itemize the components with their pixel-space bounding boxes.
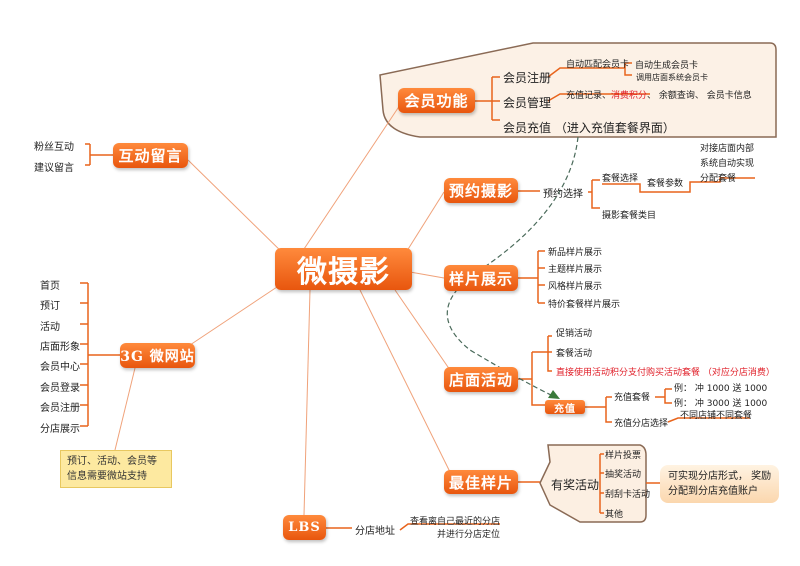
scratch-card: 刮刮卡活动: [605, 490, 651, 500]
lbs-note-2: 并进行分店定位: [437, 530, 501, 540]
package-category: 摄影套餐类目: [602, 211, 657, 221]
recharge-package: 充值套餐: [614, 393, 651, 403]
fans-interaction: 粉丝互动: [34, 142, 74, 153]
detail-points: 消费积分: [611, 91, 648, 101]
site-store-display: 分店展示: [40, 424, 80, 435]
microsite-note: 预订、活动、会员等信息需要微站支持: [60, 450, 172, 488]
sample-new: 新品样片展示: [548, 248, 603, 258]
sample-discount: 特价套餐样片展示: [548, 300, 621, 310]
site-store-image: 店面形象: [40, 342, 80, 353]
lbs-node[interactable]: LBS: [283, 515, 326, 540]
suggestion-message: 建议留言: [34, 163, 74, 174]
auto-generate-card: 自动生成会员卡: [635, 61, 699, 71]
others: 其他: [605, 510, 624, 520]
center-node[interactable]: 微摄影: [275, 248, 412, 290]
booking-note-2: 系统自动实现: [700, 159, 755, 169]
store-activity-node[interactable]: 店面活动: [444, 367, 518, 392]
points-purchase: 直接使用活动积分支付购买活动套餐 （对应分店消费）: [556, 368, 775, 378]
store-address: 分店地址: [355, 526, 395, 537]
prize-note-line: 分配到分店充值账户: [668, 486, 758, 497]
lbs-note-1: 查看离自己最近的分店: [410, 517, 501, 527]
microsite-note-line: 信息需要微站支持: [67, 471, 147, 482]
samples-node[interactable]: 样片展示: [444, 265, 518, 291]
site-member-register: 会员注册: [40, 403, 80, 414]
example-2: 例： 冲 3000 送 1000: [674, 399, 768, 409]
sample-theme: 主题样片展示: [548, 265, 603, 275]
detail-recharge: 充值记录、: [566, 91, 612, 101]
booking-note-1: 对接店面内部: [700, 144, 755, 154]
sample-vote: 样片投票: [605, 451, 642, 461]
site-member-center: 会员中心: [40, 362, 80, 373]
member-node[interactable]: 会员功能: [398, 88, 475, 113]
interaction-node[interactable]: 互动留言: [113, 143, 188, 168]
recharge-node[interactable]: 充值: [545, 400, 585, 415]
site-booking: 预订: [40, 301, 60, 312]
booking-node[interactable]: 预约摄影: [444, 178, 518, 203]
detail-others: 、 余额查询、 会员卡信息: [647, 91, 752, 101]
booking-note-3: 分配套餐: [700, 174, 737, 184]
member-register: 会员注册: [503, 71, 552, 85]
recharge-store-select: 充值分店选择: [614, 419, 669, 429]
auto-match-card: 自动匹配会员卡: [566, 60, 630, 70]
prize-activity: 有奖活动: [551, 478, 600, 492]
booking-choice: 预约选择: [543, 189, 583, 200]
sample-style: 风格样片展示: [548, 282, 603, 292]
member-manage: 会员管理: [503, 96, 552, 110]
lottery: 抽奖活动: [605, 470, 642, 480]
package-select: 套餐选择: [602, 174, 639, 184]
microsite-note-line: 预订、活动、会员等: [67, 456, 157, 467]
site-member-login: 会员登录: [40, 383, 80, 394]
prize-note: 可实现分店形式， 奖励分配到分店充值账户: [660, 465, 780, 503]
prize-note-line: 可实现分店形式， 奖励: [668, 471, 772, 482]
package-params: 套餐参数: [647, 179, 684, 189]
promo-activity: 促销活动: [556, 329, 593, 339]
call-store-card: 调用店面系统会员卡: [636, 73, 708, 82]
recharge-note: 不同店铺不同套餐: [680, 411, 753, 421]
member-recharge: 会员充值 （进入充值套餐界面）: [503, 121, 675, 135]
site-activity: 活动: [40, 322, 60, 333]
microsite-node[interactable]: 3G 微网站: [120, 343, 195, 368]
site-home: 首页: [40, 281, 60, 292]
best-samples-node[interactable]: 最佳样片: [444, 470, 518, 494]
member-manage-details: 充值记录、消费积分、 余额查询、 会员卡信息: [566, 88, 752, 101]
package-activity: 套餐活动: [556, 349, 593, 359]
example-1: 例： 冲 1000 送 1000: [674, 384, 768, 394]
